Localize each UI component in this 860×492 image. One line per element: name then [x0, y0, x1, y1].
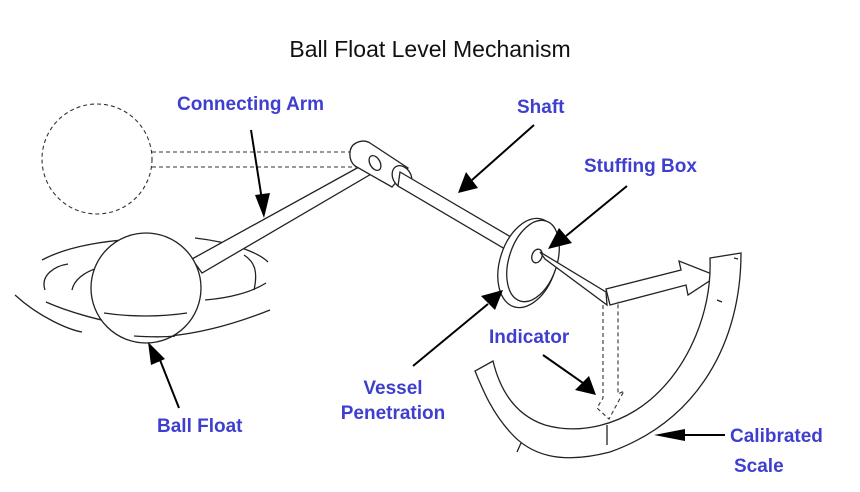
leader-vessel-penetration: [412, 290, 503, 367]
leader-shaft: [458, 124, 535, 193]
label-connecting-arm: Connecting Arm: [177, 94, 324, 115]
label-vessel-penetration-line1: Vessel: [363, 378, 422, 399]
connecting-arm: [191, 159, 381, 274]
diagram-title: Ball Float Level Mechanism: [289, 36, 570, 62]
ball-float: [90, 232, 202, 344]
label-indicator: Indicator: [489, 327, 570, 348]
leader-calibrated-scale: [654, 429, 725, 441]
leader-connecting-arm: [250, 129, 270, 218]
indicator-pointer: [539, 251, 719, 307]
leader-indicator: [542, 354, 596, 395]
label-calibrated-scale-line1: Calibrated: [730, 426, 823, 447]
label-stuffing-box: Stuffing Box: [584, 156, 697, 177]
label-vessel-penetration-line2: Penetration: [341, 403, 446, 424]
label-ball-float: Ball Float: [157, 416, 243, 437]
label-calibrated-scale-line2: Scale: [734, 456, 784, 477]
vessel-penetration-disc: [497, 217, 560, 309]
indicator-alternate-position: [596, 301, 626, 420]
ghost-ball-float: [41, 103, 360, 215]
leader-ball-float: [148, 342, 180, 409]
shaft: [397, 170, 517, 253]
calibrated-scale: [474, 252, 742, 459]
leader-stuffing-box: [548, 185, 628, 249]
label-shaft: Shaft: [517, 97, 565, 118]
